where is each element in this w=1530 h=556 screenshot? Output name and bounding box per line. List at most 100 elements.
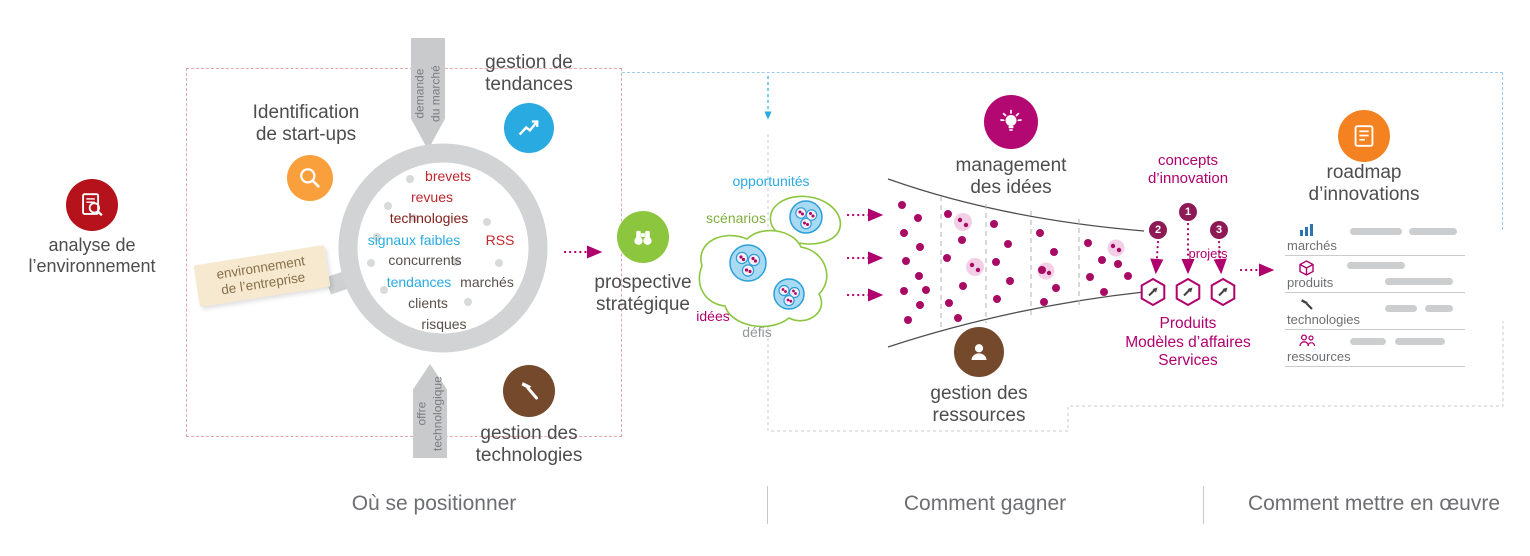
badge-2: 2 bbox=[1149, 221, 1167, 239]
guide-lines bbox=[764, 76, 1504, 432]
label-line: prospective bbox=[594, 272, 692, 293]
magnifier-word: RSS bbox=[485, 232, 515, 248]
magnifier-word: concurrents bbox=[388, 252, 462, 268]
resource-mgmt-label: gestion des ressources bbox=[930, 383, 1027, 428]
search-icon bbox=[300, 168, 320, 188]
label-line: technologies bbox=[475, 445, 583, 467]
label-line: gestion de bbox=[485, 52, 573, 73]
people-icon bbox=[1299, 334, 1316, 352]
scenario-blobs bbox=[698, 195, 842, 328]
idea-mgmt-label: management des idées bbox=[956, 155, 1067, 200]
gantt-bar bbox=[1385, 305, 1417, 312]
gantt-bar bbox=[1350, 338, 1386, 345]
roadmap-row-products: produits bbox=[1285, 256, 1465, 293]
roadmap-row-technologies: technologies bbox=[1285, 293, 1465, 330]
label-line: tendances bbox=[485, 74, 573, 96]
document-search-icon bbox=[82, 193, 103, 217]
magnifier-word: risques bbox=[421, 316, 467, 332]
magnifier-graphic bbox=[325, 143, 548, 353]
trend-mgmt-circle bbox=[504, 103, 554, 153]
lightbulb-icon bbox=[1000, 109, 1022, 131]
idea-cluster bbox=[729, 244, 767, 282]
label-line: l’environnement bbox=[28, 256, 156, 277]
section-label-implement: Comment mettre en œuvre bbox=[1247, 492, 1501, 515]
magnifier-word: marchés bbox=[460, 274, 514, 290]
foresight-label: prospective stratégique bbox=[594, 272, 691, 317]
label-line: Produits bbox=[1159, 315, 1217, 332]
right-dashed-frame bbox=[622, 72, 1503, 230]
idea-cluster bbox=[789, 200, 823, 234]
label-line: d’innovations bbox=[1308, 184, 1420, 206]
magnifier-word: technologies bbox=[389, 210, 469, 226]
label-line: d’innovation bbox=[1147, 169, 1229, 187]
tech-mgmt-label: gestion des technologies bbox=[476, 423, 583, 468]
label-line: Identification bbox=[252, 102, 360, 123]
resource-mgmt-circle bbox=[954, 327, 1004, 377]
label-line: management bbox=[955, 155, 1067, 176]
foresight-circle bbox=[617, 211, 669, 263]
roadmap-circle bbox=[1338, 110, 1390, 162]
hammer-icon bbox=[1299, 297, 1314, 317]
person-icon bbox=[971, 344, 987, 360]
roadmap-row-label: ressources bbox=[1287, 349, 1351, 364]
idea-cluster bbox=[773, 278, 805, 310]
binoculars-icon bbox=[634, 230, 652, 245]
env-analysis-label: analyse de l’environnement bbox=[28, 235, 155, 277]
roadmap-row-resources: ressources bbox=[1285, 330, 1465, 367]
magnifier-word: clients bbox=[408, 295, 448, 311]
section-divider bbox=[1203, 486, 1204, 524]
roadmap-row-label: marchés bbox=[1287, 238, 1337, 253]
label-line: Modèles d’affaires bbox=[1125, 333, 1251, 351]
env-analysis-circle bbox=[66, 179, 118, 231]
gantt-bar bbox=[1347, 262, 1405, 269]
signal-dots bbox=[367, 175, 503, 306]
gantt-bar bbox=[1350, 228, 1402, 235]
gantt-bar bbox=[1409, 228, 1457, 235]
idea-dots bbox=[898, 201, 1132, 324]
label-line: stratégique bbox=[595, 294, 691, 316]
gantt-bar bbox=[1385, 278, 1453, 285]
scenarios-label: scénarios bbox=[706, 210, 766, 226]
hammer-icon bbox=[521, 382, 538, 400]
label-line: roadmap bbox=[1326, 162, 1402, 183]
magnifier-word: brevets bbox=[425, 168, 471, 184]
badge-1: 1 bbox=[1179, 203, 1197, 221]
startup-search-circle bbox=[287, 155, 333, 201]
label-line: analyse de bbox=[48, 235, 136, 255]
label-line: gestion des bbox=[930, 383, 1028, 404]
cube-icon bbox=[1299, 260, 1314, 281]
roadmap-row-markets: marchés bbox=[1285, 219, 1465, 256]
idea-mgmt-circle bbox=[984, 95, 1038, 149]
label-line: ressources bbox=[932, 405, 1026, 427]
arrows-into-funnel bbox=[846, 208, 884, 302]
concepts-label: concepts d’innovation bbox=[1148, 152, 1228, 187]
roadmap-row-label: technologies bbox=[1287, 312, 1360, 327]
trend-mgmt-label: gestion de tendances bbox=[485, 52, 573, 97]
section-divider bbox=[767, 486, 768, 524]
section-label-win: Comment gagner bbox=[903, 492, 1067, 515]
magnifier-word: revues bbox=[410, 189, 454, 205]
projects-label: projets bbox=[1188, 246, 1228, 261]
label-line: Services bbox=[1158, 352, 1218, 370]
gantt-bar bbox=[1395, 338, 1445, 345]
label-line: gestion des bbox=[480, 423, 578, 444]
label-line: des idées bbox=[970, 177, 1052, 199]
project-hexagons bbox=[1140, 277, 1236, 307]
tech-mgmt-circle bbox=[503, 365, 555, 417]
label-line: de start-ups bbox=[255, 124, 357, 146]
idea-funnel bbox=[887, 178, 1145, 348]
startup-id-label: Identification de start-ups bbox=[253, 102, 360, 147]
badge-3: 3 bbox=[1210, 221, 1228, 239]
concept-connectors bbox=[1150, 222, 1275, 277]
challenges-label: défis bbox=[742, 324, 772, 340]
magnifier-word: tendances bbox=[386, 274, 452, 290]
section-label-position: Où se positionner bbox=[351, 492, 517, 515]
document-list-icon bbox=[1354, 125, 1374, 147]
trend-up-icon bbox=[518, 120, 539, 136]
roadmap-table: marchés produits technologies ressources bbox=[1285, 219, 1465, 367]
bar-chart-icon bbox=[1299, 223, 1315, 242]
label-line: concepts bbox=[1157, 152, 1219, 169]
roadmap-row-label: produits bbox=[1287, 275, 1334, 290]
